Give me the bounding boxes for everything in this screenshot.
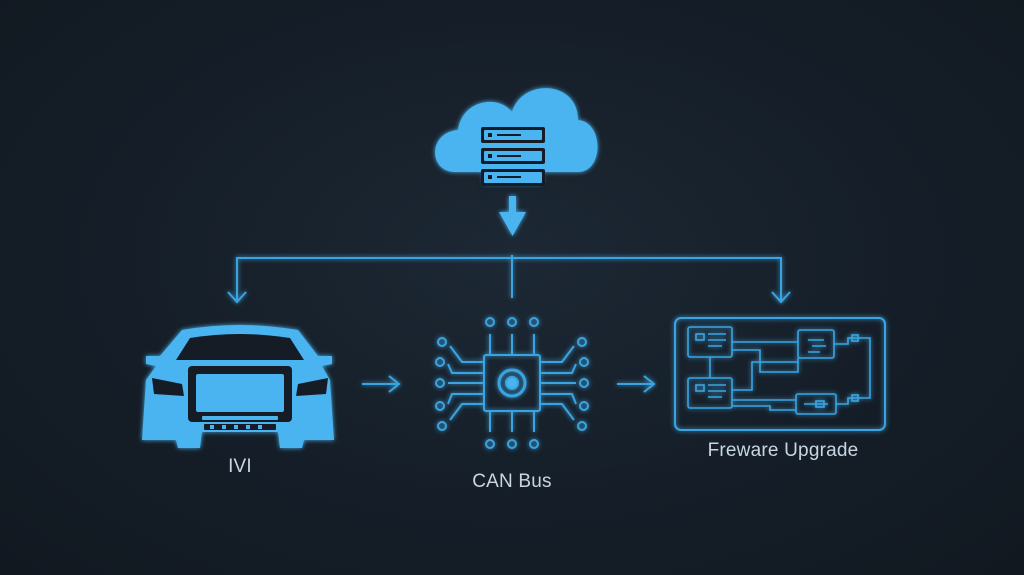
distribution-connector	[227, 255, 791, 304]
chip-icon	[435, 317, 589, 449]
flow-arrow-icon	[617, 375, 656, 393]
can-bus-label: CAN Bus	[472, 471, 552, 492]
flow-arrow-icon	[362, 375, 401, 393]
server-rack-icon	[481, 127, 545, 186]
cloud-server-icon	[435, 88, 598, 186]
firmware-upgrade-label: Freware Upgrade	[707, 440, 859, 461]
download-arrow-icon	[499, 196, 526, 236]
circuit-board-icon	[674, 317, 886, 431]
ivi-label: IVI	[228, 456, 252, 477]
car-icon	[142, 325, 334, 448]
